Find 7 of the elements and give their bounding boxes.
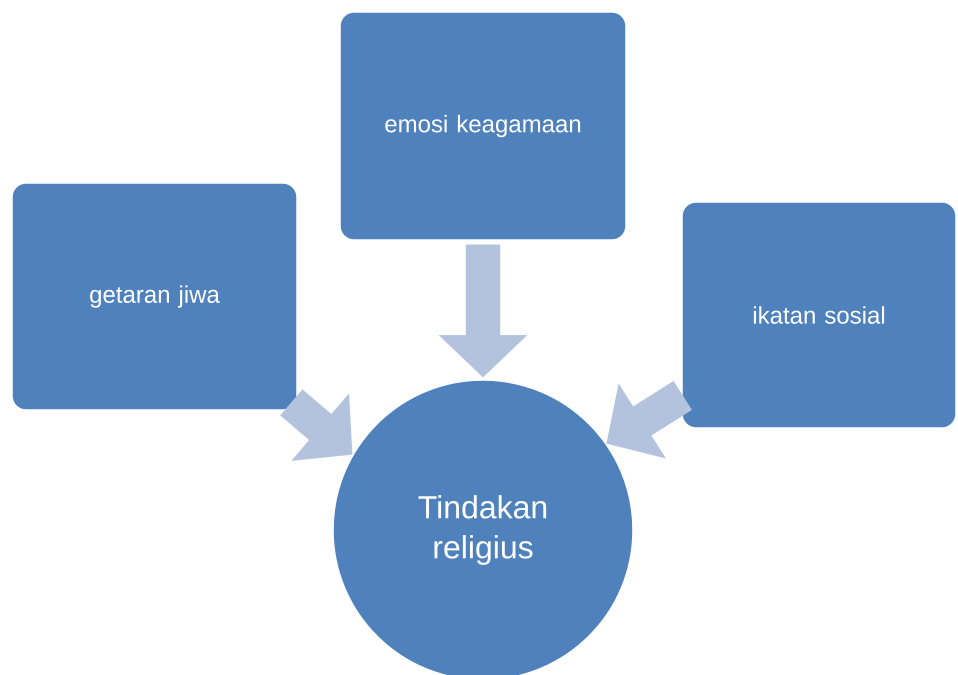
process-box: emosi keagamaan: [339, 11, 627, 241]
circle-node: Tindakan religius: [332, 379, 634, 675]
block-arrow: [438, 244, 528, 378]
process-box: getaran jiwa: [11, 182, 298, 411]
block-arrow: [280, 389, 352, 461]
block-arrow: [606, 380, 692, 458]
process-box: ikatan sosial: [681, 201, 957, 429]
